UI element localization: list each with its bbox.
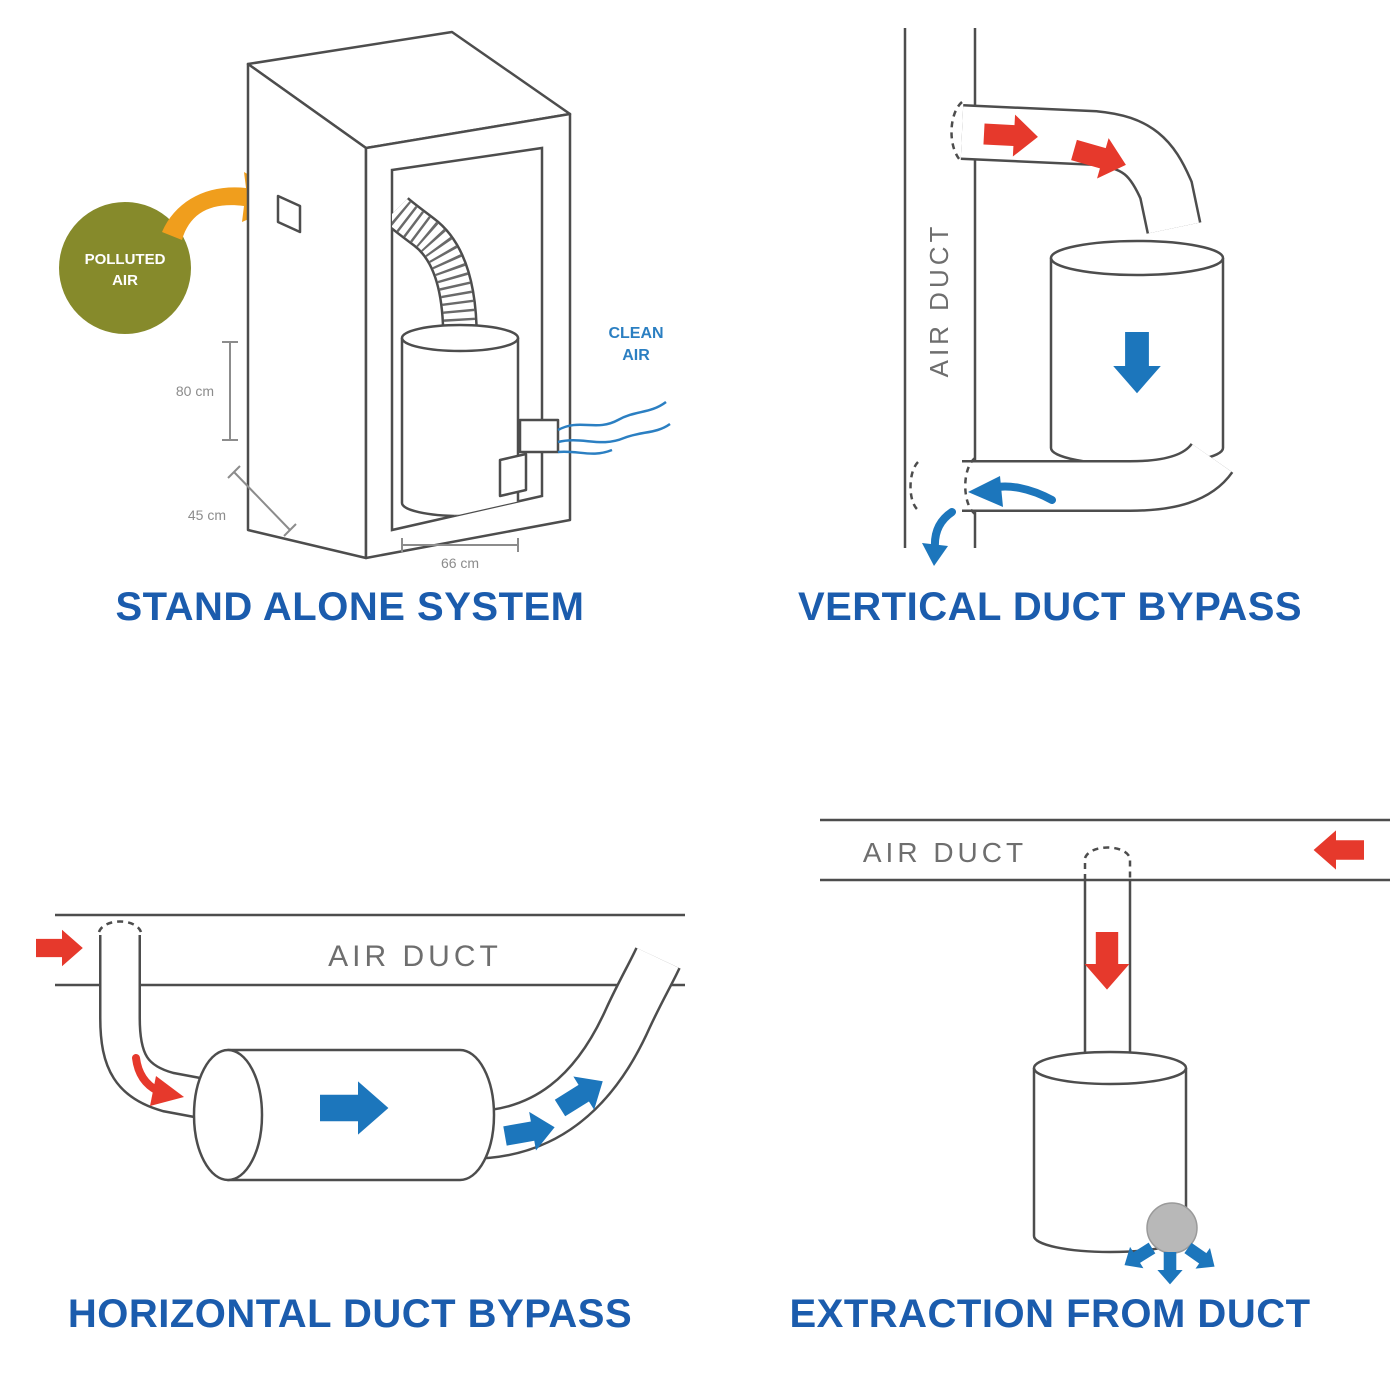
red-arrow-duct-flow <box>36 929 83 967</box>
air-duct-label: AIR DUCT <box>924 223 954 378</box>
air-duct-label: AIR DUCT <box>863 837 1027 868</box>
red-arrow-top-2 <box>1071 138 1126 179</box>
panel-vertical-duct-bypass: AIR DUCT <box>700 0 1400 660</box>
flexible-duct <box>392 196 478 339</box>
svg-text:80 cm: 80 cm <box>176 383 214 399</box>
polluted-air-label-line1: POLLUTED <box>85 251 166 268</box>
outlet-stub <box>498 452 528 498</box>
inlet-slot <box>276 194 302 234</box>
blue-arrow-return <box>968 476 1056 507</box>
clean-air-label-line1: CLEAN <box>608 325 663 342</box>
blue-arrow-sweep-1 <box>503 1111 555 1151</box>
panel-title-stand-alone: STAND ALONE SYSTEM <box>115 585 585 629</box>
panel-title-horizontal-bypass: HORIZONTAL DUCT BYPASS <box>67 1292 633 1336</box>
polluted-air-badge: POLLUTED AIR <box>59 202 191 334</box>
panel-stand-alone-system: POLLUTED AIR <box>0 0 700 660</box>
red-arrow-down-pipe <box>1084 932 1130 990</box>
cabinet-opening <box>390 146 544 532</box>
air-duct-label: AIR DUCT <box>328 940 502 973</box>
horizontal-bypass-illustration: AIR DUCT <box>36 913 685 1182</box>
horizontal-air-duct: AIR DUCT <box>820 818 1390 882</box>
panel-title-vertical-bypass: VERTICAL DUCT BYPASS <box>797 585 1303 629</box>
panel-extraction-from-duct: AIR DUCT EXTRACTION FROM DUCT <box>700 770 1400 1400</box>
clean-air-label-line2: AIR <box>622 347 650 364</box>
blue-arrow-exhaust-left <box>1124 1242 1156 1269</box>
clean-air-flow-lines <box>557 400 671 455</box>
exhaust-fan <box>1146 1202 1198 1254</box>
top-branch-tube <box>950 101 1202 234</box>
dimension-height: 80 cm <box>176 341 238 441</box>
blue-arrow-duct-down <box>922 508 956 566</box>
extraction-illustration: AIR DUCT <box>820 818 1390 1285</box>
clean-air-vent <box>518 418 560 454</box>
svg-text:45 cm: 45 cm <box>188 507 226 523</box>
vertical-bypass-illustration: AIR DUCT <box>903 28 1234 566</box>
red-arrow-intake <box>132 1054 184 1106</box>
svg-text:66 cm: 66 cm <box>441 555 479 571</box>
extraction-pipe <box>1083 846 1132 1075</box>
stand-alone-illustration: POLLUTED AIR <box>59 30 671 571</box>
blue-arrow-sweep-2 <box>554 1076 603 1117</box>
blue-arrow-exhaust-right <box>1184 1242 1215 1269</box>
dimension-depth: 45 cm <box>188 465 297 537</box>
panel-horizontal-duct-bypass: AIR DUCT <box>0 770 700 1400</box>
polluted-air-label-line2: AIR <box>112 272 138 289</box>
horizontal-air-duct: AIR DUCT <box>55 913 685 987</box>
red-arrow-top-1 <box>983 114 1038 157</box>
purifier-cylinder <box>1032 1050 1188 1254</box>
bottom-return-tube <box>909 441 1234 515</box>
dimension-width: 66 cm <box>401 538 519 571</box>
intake-down-pipe <box>97 920 204 1119</box>
red-arrow-duct-flow-left <box>1313 830 1364 870</box>
panel-title-extraction: EXTRACTION FROM DUCT <box>789 1292 1311 1336</box>
blue-arrow-exhaust-down <box>1157 1252 1183 1285</box>
